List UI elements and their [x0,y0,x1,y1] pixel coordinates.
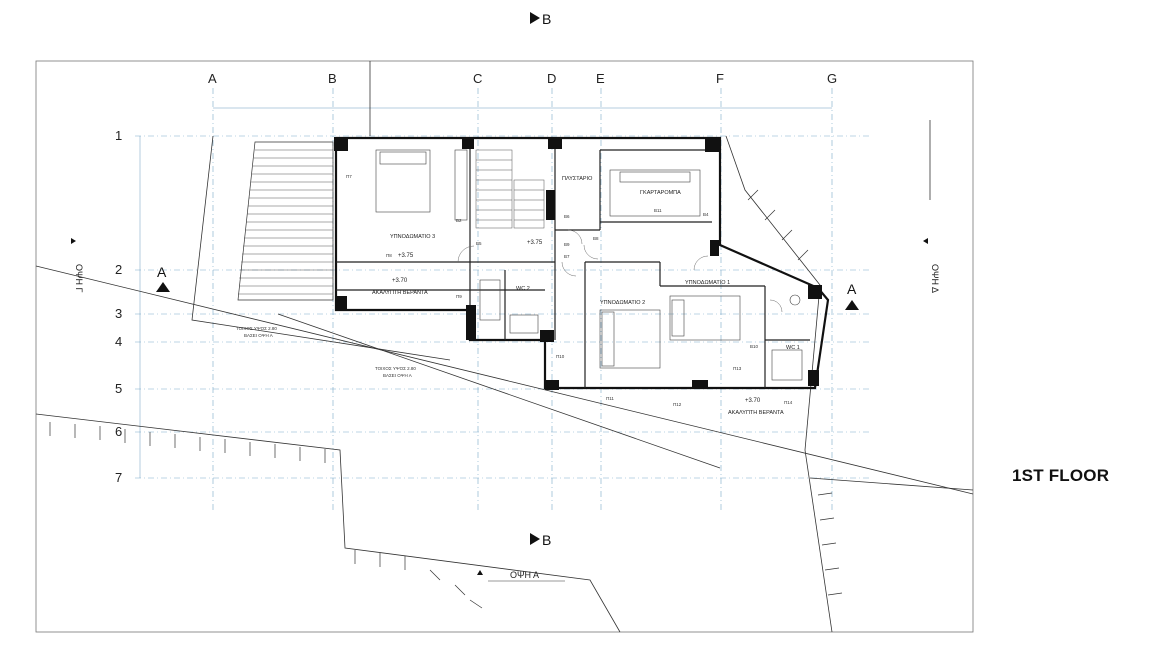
tag-b7: Β7 [564,254,570,259]
elevation-top-left: +3.75 [398,253,414,259]
grid-rows [135,135,872,479]
dimension-lines [139,107,832,478]
grid-col-b: B [328,71,337,86]
opening-tags: Π7 Π8 Π9 Π10 Π11 Π12 Π13 Π14 Β2 Β4 Β5 Β6… [346,174,793,407]
room-wardrobe-label: ΓΚΑΡΤΑΡΟΜΠΑ [640,190,681,196]
note-wall2b: ΒΑΣΕΙ ΟΨΗ Α [383,373,412,378]
section-a-right-label: A [847,281,857,297]
grid-row-4: 4 [115,334,122,349]
door-swings [457,229,783,313]
room-wc2-label: WC 2 [516,286,530,292]
tag-b6: Β6 [564,214,570,219]
furniture [375,149,803,381]
tag-b2: Β2 [456,218,462,223]
tag-b10: Β10 [750,344,759,349]
section-markers [156,12,859,545]
room-laundry-label: ΠΛΥΣΤΑΡΙΟ [562,176,593,182]
room-bedroom2-label: ΥΠΝΟΔΩΜΑΤΙΟ 2 [600,300,645,306]
view-markers [71,238,928,575]
grid-row-2: 2 [115,262,122,277]
tag-b8: Β8 [593,236,599,241]
room-bedroom3-label: ΥΠΝΟΔΩΜΑΤΙΟ 3 [390,234,435,240]
note-wall1b: ΒΑΣΕΙ ΟΨΗ Α [244,333,273,338]
tag-b4: Β4 [703,212,709,217]
elevation-landing: +3.75 [527,240,543,246]
terrace-hatch [237,141,334,301]
section-a-left-label: A [157,264,167,280]
grid-column-labels: A B C D E F G [208,71,837,86]
view-d-label: ΟΨΗ Δ [930,264,940,293]
grid-row-1: 1 [115,128,122,143]
grid-row-3: 3 [115,306,122,321]
tag-b11: Β11 [654,208,662,213]
sheet-frame [35,60,974,633]
grid-col-c: C [473,71,482,86]
note-wall2: ΤΟΙΧΟΣ ΥΨΟΣ 2.80 [375,366,416,371]
stairs [475,149,545,229]
grid-row-5: 5 [115,381,122,396]
room-veranda-left-label: ΑΚΑΛΥΠΤΗ ΒΕΡΑΝΤΑ [372,290,428,296]
tag-p14: Π14 [784,400,793,405]
grid-row-labels: 1 2 3 4 5 6 7 [115,128,122,485]
grid-col-d: D [547,71,556,86]
terrain-ticks [49,189,843,609]
tag-p13: Π13 [733,366,742,371]
tag-p9: Π9 [456,294,462,299]
tag-p7: Π7 [346,174,352,179]
grid-col-f: F [716,71,724,86]
tag-p12: Π12 [673,402,682,407]
room-veranda-right-label: ΑΚΑΛΥΠΤΗ ΒΕΡΑΝΤΑ [728,410,784,416]
grid-row-7: 7 [115,470,122,485]
room-bedroom1-label: ΥΠΝΟΔΩΜΑΤΙΟ 1 [685,280,730,286]
grid-row-6: 6 [115,424,122,439]
elevation-left-veranda: +3.70 [392,278,408,284]
grid-col-e: E [596,71,605,86]
tag-p8: Π8 [386,253,392,258]
grid-col-g: G [827,71,837,86]
note-wall1: ΤΟΙΧΟΣ ΥΨΟΣ 2.80 [236,326,277,331]
tag-p10: Π10 [556,354,565,359]
tag-b5: Β5 [476,241,482,246]
tag-p11: Π11 [606,396,614,401]
elevation-right-veranda: +3.70 [745,398,761,404]
floor-title: 1ST FLOOR [1012,466,1110,485]
view-g-label: ΟΨΗ Γ [74,264,84,293]
tag-b9: Β9 [564,242,570,247]
interior-walls [336,138,810,388]
room-wc1-label: WC 1 [786,345,800,351]
section-b-top-label: B [542,11,551,27]
site-lines [35,61,974,633]
grid-col-a: A [208,71,217,86]
structural-columns [334,137,822,390]
view-a-label: ΟΨΗ Α [510,570,539,580]
section-b-bottom-label: B [542,532,551,548]
